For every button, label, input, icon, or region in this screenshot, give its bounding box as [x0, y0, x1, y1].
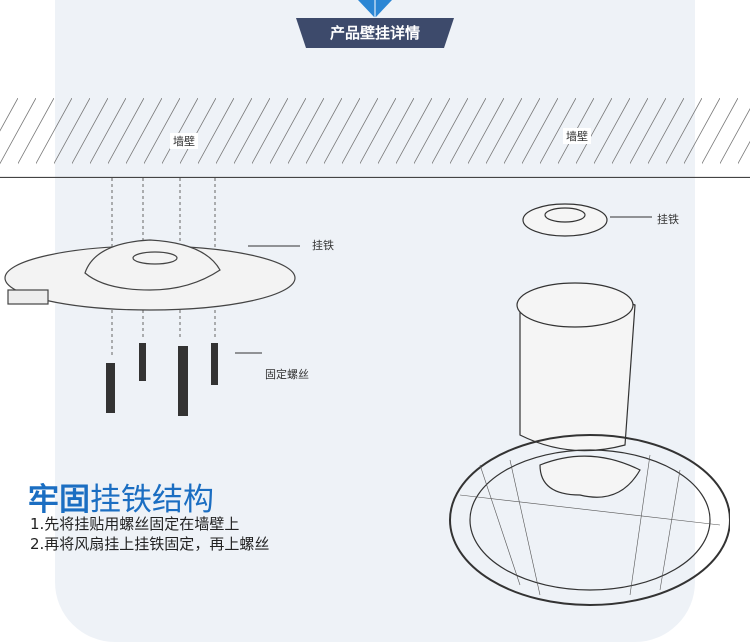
header-banner — [296, 18, 454, 48]
feature-title: 牢固挂铁结构 — [28, 474, 214, 519]
fan-mount-diagram — [449, 203, 730, 606]
step-1: 1.先将挂贴用螺丝固定在墙壁上 — [30, 515, 240, 533]
left-bracket-label: 挂铁 — [312, 239, 334, 252]
right-bracket-label: 挂铁 — [657, 213, 679, 226]
bracket-screw-diagram — [4, 178, 300, 416]
wall-hatching — [0, 98, 750, 178]
title-rest: 挂铁结构 — [90, 482, 214, 518]
chevron-icon — [358, 0, 392, 18]
screw-label: 固定螺丝 — [265, 368, 309, 381]
header-title: 产品壁挂详情 — [329, 24, 420, 42]
wall-bracket — [4, 239, 296, 311]
wall-label-left: 墙壁 — [170, 133, 198, 149]
step-2: 2.再将风扇挂上挂铁固定，再上螺丝 — [30, 535, 270, 553]
title-bold: 牢固 — [28, 482, 90, 518]
screws — [106, 343, 218, 416]
wall-label-right: 墙壁 — [563, 128, 591, 144]
